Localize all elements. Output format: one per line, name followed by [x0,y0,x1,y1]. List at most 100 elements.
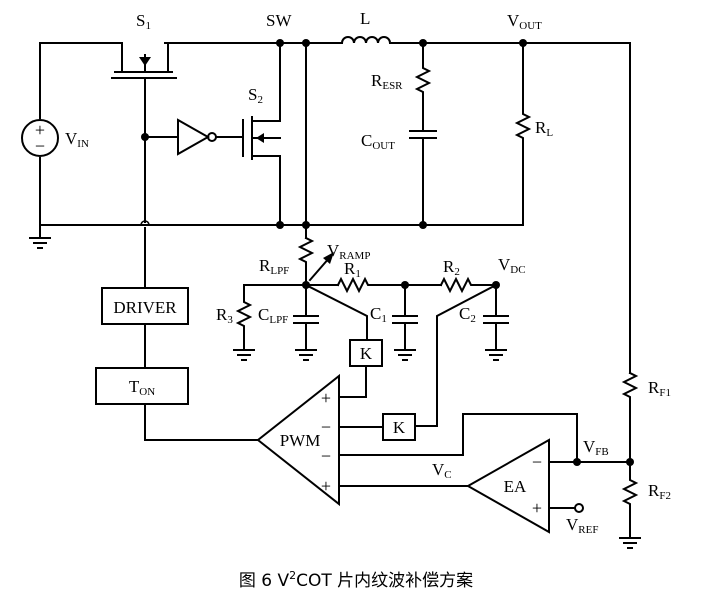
caption-prefix: 图 6 V [239,571,290,591]
ton-block: TON [95,367,259,441]
svg-text:R1: R1 [344,259,361,280]
ramp-network: RLPF VRAMP R1 R2 VDC R3 CLPF C1 C2 [216,236,526,427]
s2-transistor: S2 [242,42,281,226]
k1-label: K [360,344,373,363]
vout-label-sub: OUT [519,20,542,32]
vramp-label: V [327,241,340,260]
ea-amplifier: EA − + VFB VREF [465,437,634,536]
svg-text:VRAMP: VRAMP [327,241,370,262]
s1-label-sub: 1 [145,20,151,32]
pwm-comparator: PWM + − − + VC [256,373,578,507]
svg-text:VDC: VDC [498,255,526,276]
svg-text:RLPF: RLPF [259,256,289,277]
r3-label: R [216,305,228,324]
svg-text:RESR: RESR [371,71,403,92]
rf1-label-sub: F1 [659,387,671,399]
vc-label: V [432,460,445,479]
feedback-divider: RF1 RF2 [619,371,671,549]
vref-label-sub: REF [578,524,598,536]
vout-label: V [507,11,520,30]
clpf-label-sub: LPF [269,314,288,326]
c2-label-sub: 2 [470,313,476,325]
svg-text:VOUT: VOUT [507,11,542,32]
rlpf-label: R [259,256,271,275]
svg-text:TON: TON [129,377,155,398]
svg-text:RL: RL [535,118,553,139]
svg-text:CLPF: CLPF [258,305,288,326]
resr-label-sub: ESR [382,80,403,92]
svg-text:图 6 V2COT 片内纹波补偿方案: 图 6 V2COT 片内纹波补偿方案 [239,569,473,591]
r2-label: R [443,257,455,276]
s1-transistor: S1 [111,11,177,138]
gate-line [140,133,150,289]
s2-label: S [248,85,257,104]
cout-label-sub: OUT [372,140,395,152]
vref-label: V [566,515,579,534]
s2-label-sub: 2 [257,94,263,106]
r1-label: R [344,259,356,278]
top-rail [39,42,631,374]
svg-text:VREF: VREF [566,515,598,536]
ea-minus: − [532,452,542,472]
resr-label: R [371,71,383,90]
pwm-plus-2: + [321,476,331,496]
vfb-label: V [583,437,596,456]
s1-label: S [136,11,145,30]
svg-text:RF2: RF2 [648,481,671,502]
cout-label: C [361,131,372,150]
r3-label-sub: 3 [227,314,233,326]
clpf-label: C [258,305,269,324]
c1-label-sub: 1 [381,313,387,325]
sw-label: SW [266,11,292,30]
driver-label: DRIVER [113,298,177,317]
vramp-label-sub: RAMP [339,250,370,262]
pwm-label: PWM [280,431,321,450]
vdc-label: V [498,255,511,274]
rf2-label: R [648,481,660,500]
k2-block: K [338,413,416,441]
ea-label: EA [504,477,527,496]
c1-label: C [370,304,381,323]
rl-label-sub: L [546,127,553,139]
k1-block: K [338,339,383,398]
svg-text:C2: C2 [459,304,476,325]
ground-rail [29,224,524,249]
vin-minus: − [35,136,45,156]
inductor-label: L [360,9,370,28]
svg-text:VC: VC [432,460,452,481]
vin-source: + − VIN [21,42,89,226]
caption-suffix: COT 片内纹波补偿方案 [296,571,473,591]
r1-label-sub: 1 [355,268,361,280]
driver-block: DRIVER [101,287,189,369]
svg-text:R3: R3 [216,305,233,326]
svg-text:S2: S2 [248,85,263,106]
vfb-label-sub: FB [595,446,608,458]
svg-text:VIN: VIN [65,129,89,150]
inductor: L [340,9,392,45]
rl-load: RL VOUT [507,11,553,226]
svg-text:S1: S1 [136,11,151,32]
vdc-label-sub: DC [510,264,525,276]
pwm-plus-1: + [321,388,331,408]
vin-label-sub: IN [77,138,89,150]
k2-label: K [393,418,406,437]
sw-node: SW [266,11,310,239]
inverter [144,118,244,156]
rf2-label-sub: F2 [659,490,671,502]
rf1-label: R [648,378,660,397]
vin-label: V [65,129,78,148]
svg-text:VFB: VFB [583,437,609,458]
rl-label: R [535,118,547,137]
resr-cout: RESR COUT [361,39,437,229]
rlpf-label-sub: LPF [270,265,289,277]
pwm-minus-1: − [321,417,331,437]
vc-label-sub: C [444,469,451,481]
c2-label: C [459,304,470,323]
svg-text:R2: R2 [443,257,460,278]
svg-text:C1: C1 [370,304,387,325]
caption-sup: 2 [289,569,296,582]
ton-label-sub: ON [139,386,155,398]
svg-text:COUT: COUT [361,131,395,152]
vin-plus: + [35,120,45,140]
